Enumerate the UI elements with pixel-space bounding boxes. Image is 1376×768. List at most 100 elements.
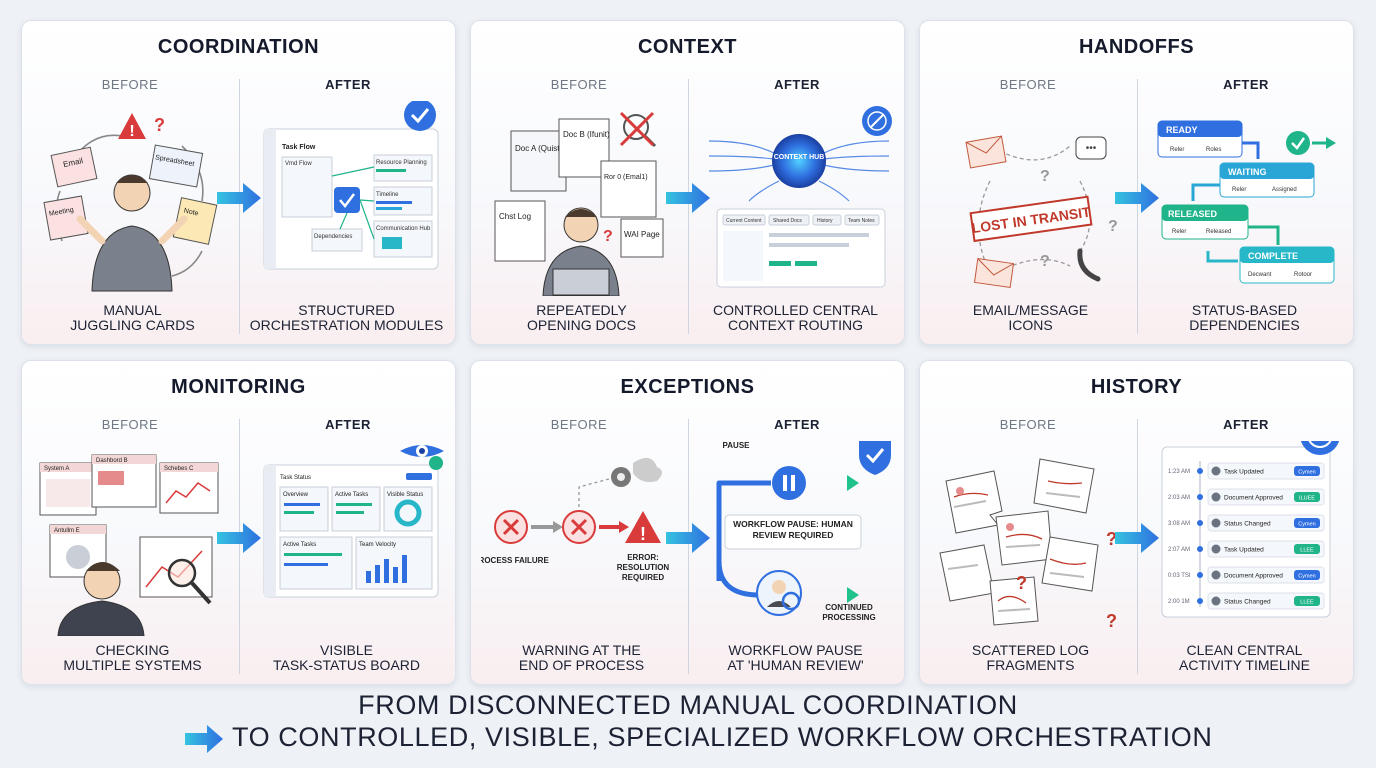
timeline-event: Status Changed xyxy=(1224,599,1271,606)
status-badge xyxy=(1294,466,1320,476)
panel-title: HISTORY xyxy=(1090,376,1183,398)
before-label: BEFORE xyxy=(550,417,608,432)
status-badge-label: LLEE xyxy=(1300,600,1314,606)
panel-coordination: COORDINATION BEFORE AFTER ! ? Email Spre… xyxy=(21,20,456,345)
divider xyxy=(688,79,689,334)
timeline-dot xyxy=(1197,494,1203,500)
svg-text:Resource Planning: Resource Planning xyxy=(376,160,427,166)
panel-history: HISTORY BEFORE AFTER ? ? ? xyxy=(919,360,1354,685)
svg-text:Communication Hub: Communication Hub xyxy=(376,226,431,232)
status-badge-label: LLEE xyxy=(1300,548,1314,554)
person-checking-systems-icon: System A Dashbord B Schebes C Antullm E xyxy=(39,454,219,636)
status-dependency-flow-icon: READY Reler Roles WAITING Reler Assigned… xyxy=(1157,120,1336,284)
status-card-waiting: WAITING Reler Assigned xyxy=(1219,162,1315,198)
svg-text:Doc A (Quistes): Doc A (Quistes) xyxy=(515,144,571,153)
svg-text:Released: Released xyxy=(1206,229,1231,235)
svg-text:Team Velocity: Team Velocity xyxy=(359,542,396,548)
svg-text:Vmd Flow: Vmd Flow xyxy=(285,161,312,167)
error-label: ERROR: RESOLUTION REQUIRED xyxy=(617,553,669,582)
footer-line-1: FROM DISCONNECTED MANUAL COORDINATION xyxy=(358,690,1018,720)
before-label: BEFORE xyxy=(101,77,159,92)
panel-exceptions: EXCEPTIONS BEFORE AFTER ! PROCESS FAILUR… xyxy=(470,360,905,685)
svg-text:Rotoor: Rotoor xyxy=(1294,272,1312,278)
svg-text:Antullm E: Antullm E xyxy=(54,528,80,534)
svg-text:System A: System A xyxy=(44,466,69,472)
status-badge xyxy=(1294,544,1320,554)
svg-text:WAITING: WAITING xyxy=(1228,167,1267,177)
svg-text:•••: ••• xyxy=(1086,143,1097,154)
doc-window: Ror 0 (Emal1) xyxy=(600,160,657,218)
timeline-dot xyxy=(1197,546,1203,552)
timeline-time: 1:23 AM xyxy=(1168,469,1190,475)
timeline-time: 2:07 AM xyxy=(1168,547,1190,553)
divider xyxy=(239,79,240,334)
after-label: AFTER xyxy=(325,417,371,432)
panel-title: COORDINATION xyxy=(157,36,320,58)
svg-text:Team Notes: Team Notes xyxy=(848,218,875,224)
doc-window: Doc A (Quistes) xyxy=(510,130,571,192)
scattered-messages-icon: ••• ? ? ? LOST IN TRANSIT xyxy=(965,135,1118,288)
svg-text:Reler: Reler xyxy=(1232,187,1246,193)
panel-title: EXCEPTIONS xyxy=(620,376,755,398)
timeline-dot xyxy=(1197,520,1203,526)
timeline-event: Task Updated xyxy=(1224,469,1264,476)
avatar xyxy=(1211,596,1221,606)
footer-line-2: TO CONTROLLED, VISIBLE, SPECIALIZED WORK… xyxy=(232,722,1213,752)
svg-text:COMPLETE: COMPLETE xyxy=(1248,251,1298,261)
divider xyxy=(1137,419,1138,674)
svg-text:!: ! xyxy=(129,123,134,140)
timeline-dot xyxy=(1197,598,1203,604)
svg-text:Assigned: Assigned xyxy=(1272,187,1297,193)
avatar xyxy=(1211,518,1221,528)
svg-text:?: ? xyxy=(1016,573,1027,593)
svg-text:Dependencies: Dependencies xyxy=(314,234,352,240)
svg-text:?: ? xyxy=(1040,253,1050,270)
svg-text:?: ? xyxy=(1108,218,1118,235)
svg-text:?: ? xyxy=(1106,611,1117,631)
timeline-event: Task Updated xyxy=(1224,547,1264,554)
svg-text:?: ? xyxy=(1106,529,1117,549)
svg-text:History: History xyxy=(817,218,833,224)
timeline-time: 3:08 AM xyxy=(1168,521,1190,527)
human-review-pause-icon: AUTOMATED PAUSE WORKFLOW PAUSE: HUMAN RE… xyxy=(716,441,891,622)
panel-title: MONITORING xyxy=(171,376,306,398)
svg-text:Reler: Reler xyxy=(1170,147,1184,153)
svg-text:Timeline: Timeline xyxy=(376,192,399,198)
panel-title: HANDOFFS xyxy=(1078,36,1195,58)
continued-processing-label: CONTINUED PROCESSING xyxy=(822,603,875,622)
svg-text:Note: Note xyxy=(183,208,199,218)
svg-text:Active Tasks: Active Tasks xyxy=(335,492,368,498)
svg-text:Visible Status: Visible Status xyxy=(387,492,423,498)
svg-text:Current Content: Current Content xyxy=(726,218,762,224)
after-label: AFTER xyxy=(1223,417,1269,432)
process-failure-label: PROCESS FAILURE xyxy=(481,556,549,565)
before-label: BEFORE xyxy=(101,417,159,432)
task-flow-dashboard-icon: Task Flow Vmd Flow Resource Planning Tim… xyxy=(263,101,439,270)
status-badge-label: ILUEE xyxy=(1299,496,1315,502)
status-badge-label: Cymen xyxy=(1298,470,1315,476)
failure-warning-icon: ! PROCESS FAILURE ERROR: RESOLUTION REQU… xyxy=(481,457,669,582)
avatar xyxy=(1211,466,1221,476)
svg-text:Dashbord B: Dashbord B xyxy=(96,458,128,464)
doc-window: WAI Page xyxy=(620,218,664,258)
automated-pause-label: AUTOMATED PAUSE xyxy=(723,441,750,450)
timeline-dot xyxy=(1197,572,1203,578)
workflow-pause-label: WORKFLOW PAUSE: HUMAN REVIEW REQUIRED xyxy=(733,519,853,540)
timeline-event: Status Changed xyxy=(1224,521,1271,528)
svg-text:Chst Log: Chst Log xyxy=(499,212,531,221)
svg-text:?: ? xyxy=(603,228,613,245)
